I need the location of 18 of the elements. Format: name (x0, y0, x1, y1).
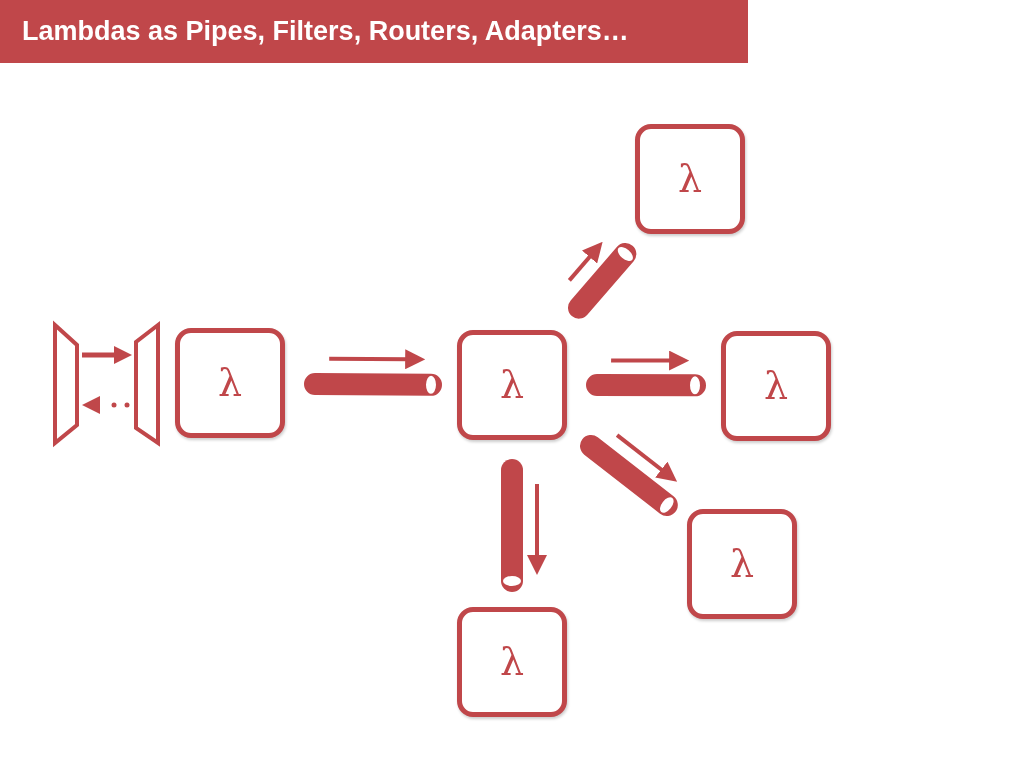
pipe-cylinder (499, 457, 525, 594)
pipe-cylinder (577, 433, 680, 519)
lambda-symbol: λ (499, 363, 525, 407)
lambda-symbol: λ (677, 157, 703, 201)
lambda-box (635, 124, 745, 234)
pipe-cylinder (584, 372, 708, 399)
lambda-box (175, 328, 285, 438)
lambda-box (457, 330, 567, 440)
title: Lambdas as Pipes, Filters, Routers, Adapters… (22, 16, 629, 47)
lambda-symbol: λ (729, 542, 755, 586)
lambda-box (721, 331, 831, 441)
lambda-box (457, 607, 567, 717)
lambda-box (687, 509, 797, 619)
lambda-symbol: λ (217, 361, 243, 405)
pipe-cylinder (566, 240, 639, 321)
lambda-symbol: λ (499, 640, 525, 684)
pipe-cylinder (302, 370, 444, 398)
lambda-symbol: λ (763, 364, 789, 408)
